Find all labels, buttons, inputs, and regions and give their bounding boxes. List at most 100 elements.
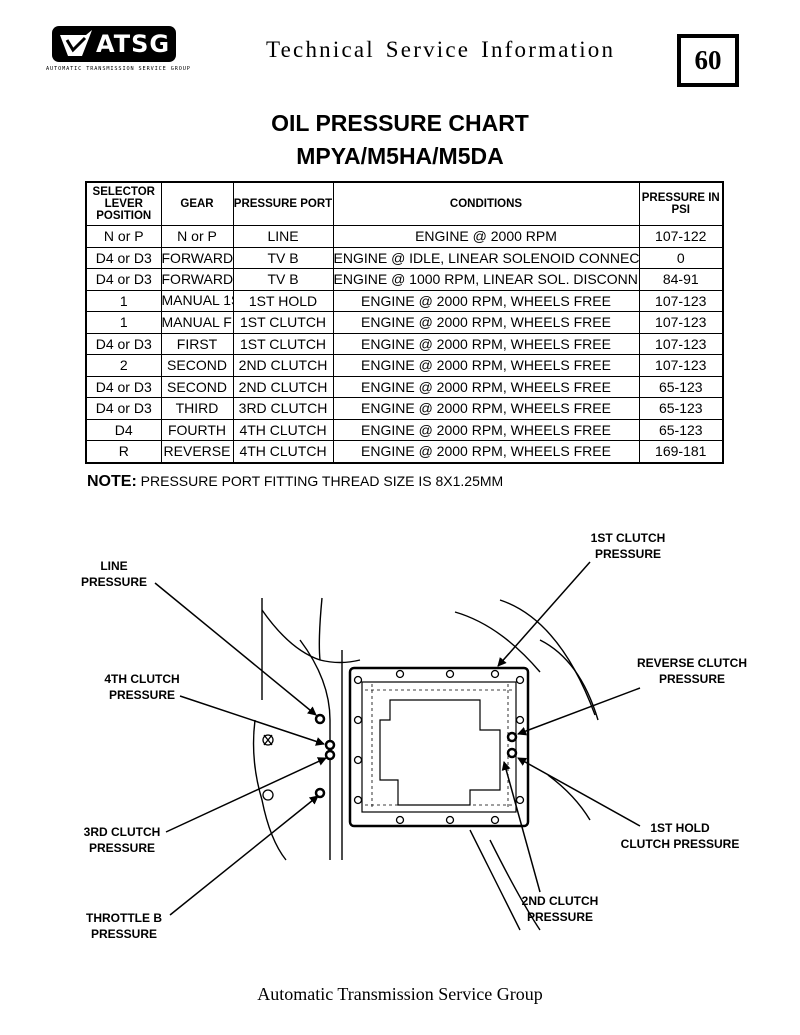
cell-conditions: ENGINE @ 2000 RPM, WHEELS FREE [332,311,640,334]
label-2nd-clutch-pressure: 2ND CLUTCH PRESSURE [521,894,599,924]
cell-port: LINE [232,225,334,248]
cell-psi: 84-91 [638,268,724,291]
cell-selector: R [85,440,162,463]
cell-gear: FIRST [160,332,234,355]
logo-tagline: AUTOMATIC TRANSMISSION SERVICE GROUP [46,66,191,72]
transmission-case-diagram [154,561,641,931]
cell-conditions: ENGINE @ 2000 RPM, WHEELS FREE [332,332,640,355]
cell-gear: MANUAL FIRST [160,311,234,334]
cell-port: 2ND CLUTCH [232,354,334,377]
cell-conditions: ENGINE @ IDLE, LINEAR SOLENOID CONNECTED [332,246,640,269]
cell-psi: 0 [638,246,724,269]
cell-selector: D4 or D3 [85,246,162,269]
table-row: D4 or D3 FORWARD TV B ENGINE @ IDLE, LIN… [85,246,724,269]
cell-psi: 107-123 [638,311,724,334]
cell-selector: 1 [85,289,162,312]
chart-subtitle: MPYA/M5HA/M5DA [296,143,504,169]
table-header-row: SELECTOR LEVER POSITION GEAR PRESSURE PO… [85,181,724,226]
cell-selector: N or P [85,225,162,248]
cell-conditions: ENGINE @ 2000 RPM, WHEELS FREE [332,354,640,377]
header-psi: PRESSURE IN PSI [638,181,724,226]
cell-port: 4TH CLUTCH [232,418,334,441]
chart-title: OIL PRESSURE CHART [271,110,529,136]
label-reverse-clutch-pressure: REVERSE CLUTCH PRESSURE [636,656,747,686]
cell-gear: REVERSE [160,440,234,463]
cell-psi: 107-123 [638,289,724,312]
cell-port: 1ST CLUTCH [232,311,334,334]
case-outline [252,597,599,931]
cell-conditions: ENGINE @ 1000 RPM, LINEAR SOL. DISCONNEC… [332,268,640,291]
label-3rd-clutch-pressure: 3RD CLUTCH PRESSURE [83,825,161,855]
cell-psi: 65-123 [638,375,724,398]
atsg-logo: ATSG AUTOMATIC TRANSMISSION SERVICE GROU… [46,26,190,72]
cell-gear: SECOND [160,354,234,377]
cell-selector: D4 or D3 [85,268,162,291]
checkmark-icon [60,30,92,56]
cell-gear: FORWARD [160,268,234,291]
header-selector: SELECTOR LEVER POSITION [85,181,162,226]
header-gear: GEAR [160,181,234,226]
cell-gear: FORWARD [160,246,234,269]
table-row: N or P N or P LINE ENGINE @ 2000 RPM 107… [85,225,724,248]
table-row: 1 MANUAL FIRST 1ST CLUTCH ENGINE @ 2000 … [85,311,724,334]
pressure-ports [314,713,518,799]
cell-port: 3RD CLUTCH [232,397,334,420]
cell-gear: MANUAL 1ST or 2ND [160,289,234,312]
cell-conditions: ENGINE @ 2000 RPM, WHEELS FREE [332,440,640,463]
cell-gear: N or P [160,225,234,248]
cell-conditions: ENGINE @ 2000 RPM, WHEELS FREE [332,289,640,312]
cell-gear: FOURTH [160,418,234,441]
cell-port: 1ST HOLD [232,289,334,312]
note-label: NOTE: [87,473,137,490]
cell-psi: 107-123 [638,354,724,377]
oil-pressure-table: SELECTOR LEVER POSITION GEAR PRESSURE PO… [85,181,724,464]
table-row: R REVERSE 4TH CLUTCH ENGINE @ 2000 RPM, … [85,440,724,463]
cell-selector: 2 [85,354,162,377]
table-row: 1 MANUAL 1ST or 2ND 1ST HOLD ENGINE @ 20… [85,289,724,312]
logo-text: ATSG [96,30,171,58]
note-text: PRESSURE PORT FITTING THREAD SIZE IS 8X1… [136,473,504,489]
cell-psi: 65-123 [638,397,724,420]
cell-gear: THIRD [160,397,234,420]
leader-lines [154,561,641,916]
table-row: D4 or D3 THIRD 3RD CLUTCH ENGINE @ 2000 … [85,397,724,420]
cell-conditions: ENGINE @ 2000 RPM [332,225,640,248]
cell-port: 2ND CLUTCH [232,375,334,398]
cell-port: TV B [232,246,334,269]
cell-port: TV B [232,268,334,291]
cell-conditions: ENGINE @ 2000 RPM, WHEELS FREE [332,397,640,420]
cell-psi: 169-181 [638,440,724,463]
table-row: D4 or D3 SECOND 2ND CLUTCH ENGINE @ 2000… [85,375,724,398]
header-port: PRESSURE PORT [232,181,334,226]
table-row: D4 or D3 FIRST 1ST CLUTCH ENGINE @ 2000 … [85,332,724,355]
page-number: 60 [677,34,739,87]
cell-gear: SECOND [160,375,234,398]
note-line: NOTE: PRESSURE PORT FITTING THREAD SIZE … [87,473,503,491]
table-row: D4 or D3 FORWARD TV B ENGINE @ 1000 RPM,… [85,268,724,291]
cell-selector: D4 or D3 [85,332,162,355]
label-1st-hold-clutch-pressure: 1ST HOLD CLUTCH PRESSURE [620,821,740,851]
valve-body [348,666,530,828]
label-throttle-b-pressure: THROTTLE B PRESSURE [86,911,162,941]
cell-selector: D4 [85,418,162,441]
table-row: 2 SECOND 2ND CLUTCH ENGINE @ 2000 RPM, W… [85,354,724,377]
bolt-holes [262,669,525,825]
header-title: Technical Service Information [266,37,616,62]
table-row: D4 FOURTH 4TH CLUTCH ENGINE @ 2000 RPM, … [85,418,724,441]
footer-text: Automatic Transmission Service Group [257,984,543,1004]
cell-psi: 107-123 [638,332,724,355]
cell-selector: 1 [85,311,162,334]
logo-badge: ATSG [52,26,176,62]
cell-psi: 107-122 [638,225,724,248]
cell-selector: D4 or D3 [85,397,162,420]
cell-conditions: ENGINE @ 2000 RPM, WHEELS FREE [332,375,640,398]
label-1st-clutch-pressure: 1ST CLUTCH PRESSURE [590,531,666,561]
cell-conditions: ENGINE @ 2000 RPM, WHEELS FREE [332,418,640,441]
label-line-pressure: LINE PRESSURE [80,559,148,589]
cell-selector: D4 or D3 [85,375,162,398]
label-4th-clutch-pressure: 4TH CLUTCH PRESSURE [104,672,180,702]
cell-psi: 65-123 [638,418,724,441]
header-conditions: CONDITIONS [332,181,640,226]
cell-port: 4TH CLUTCH [232,440,334,463]
cell-port: 1ST CLUTCH [232,332,334,355]
